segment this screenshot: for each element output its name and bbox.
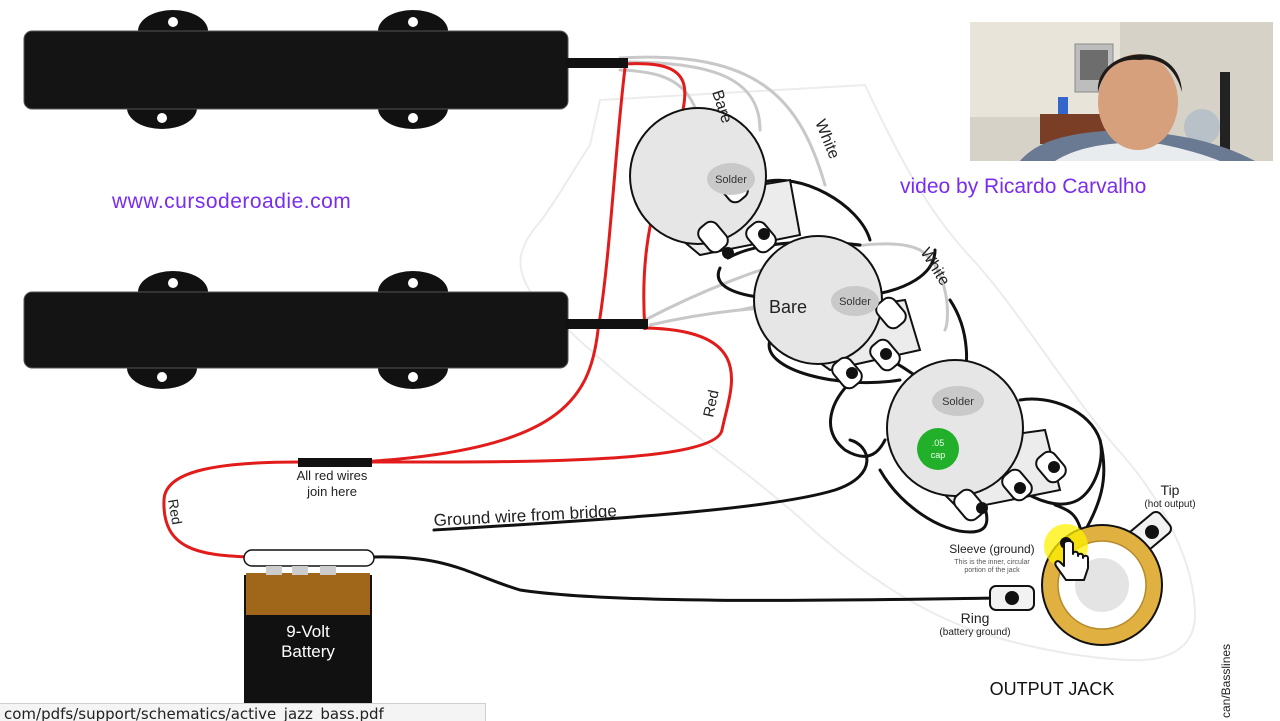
status-url: com/pdfs/support/schematics/active_jazz_… — [4, 705, 384, 721]
hand-cursor-icon — [1054, 540, 1089, 581]
tone-pot — [886, 359, 1067, 522]
neck-pickup — [23, 10, 628, 129]
cap-value: .05 — [932, 438, 945, 448]
label-ring: Ring — [961, 610, 990, 626]
red-wires — [162, 62, 733, 559]
volume-pot-1 — [629, 107, 802, 259]
battery — [243, 549, 375, 720]
label-tip: Tip — [1161, 482, 1180, 498]
label-solder-3: Solder — [942, 396, 974, 408]
browser-status-bar: com/pdfs/support/schematics/active_jazz_… — [0, 703, 486, 721]
bridge-pickup — [23, 271, 648, 389]
label-ring-sub: (battery ground) — [939, 627, 1010, 638]
cap-unit: cap — [931, 450, 946, 460]
battery-line-1: 9-Volt — [286, 622, 330, 641]
label-tip-sub: (hot output) — [1144, 499, 1195, 510]
label-red-right: Red — [700, 388, 722, 418]
battery-line-2: Battery — [281, 642, 335, 661]
side-credit: can/Basslines — [1219, 644, 1233, 718]
label-red-join-2: join here — [306, 484, 357, 499]
label-red-left: Red — [165, 498, 185, 526]
label-solder-1: Solder — [715, 174, 747, 186]
label-sleeve: Sleeve (ground) — [949, 542, 1034, 556]
label-bare-mid: Bare — [769, 297, 807, 317]
label-sleeve-note-2: portion of the jack — [964, 567, 1020, 574]
webcam-overlay — [970, 22, 1273, 161]
label-solder-2: Solder — [839, 296, 871, 308]
website-url: www.cursoderoadie.com — [112, 190, 352, 213]
video-credit: video by Ricardo Carvalho — [900, 175, 1147, 198]
volume-pot-2 — [753, 235, 922, 390]
output-jack-title: OUTPUT JACK — [990, 679, 1115, 699]
label-red-join-1: All red wires — [297, 468, 368, 483]
red-join-point — [298, 458, 372, 467]
label-sleeve-note-1: This is the inner, circular — [954, 559, 1030, 566]
